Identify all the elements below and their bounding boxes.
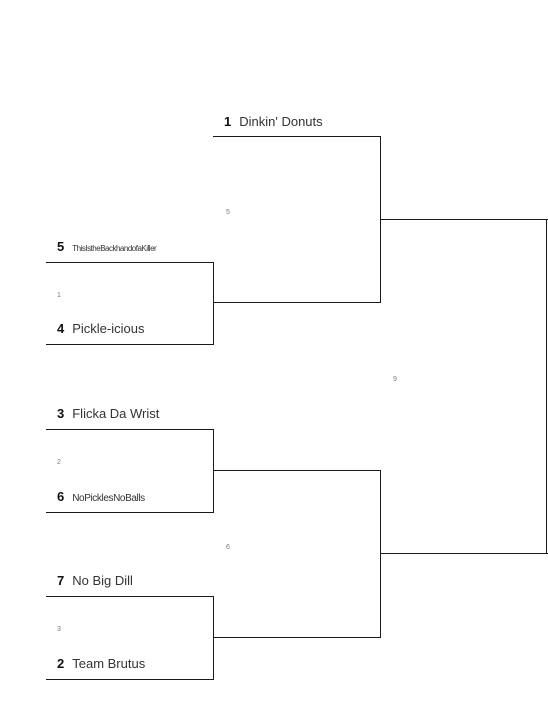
bracket-team[interactable]: 2 Team Brutus [57, 655, 145, 673]
bracket-line [46, 429, 214, 430]
bracket-team[interactable]: 1 Dinkin' Donuts [224, 113, 323, 131]
bracket-team[interactable]: 5 ThisIstheBackhandofaKiller [57, 238, 157, 256]
bracket-team[interactable]: 6 NoPicklesNoBalls [57, 488, 145, 506]
bracket-line [46, 596, 214, 597]
team-seed: 1 [224, 114, 232, 129]
team-name: Dinkin' Donuts [239, 114, 323, 129]
game-number: 3 [57, 626, 61, 633]
bracket-line [213, 429, 214, 513]
bracket-line [213, 136, 381, 137]
game-number: 1 [57, 292, 61, 299]
game-number: 2 [57, 459, 61, 466]
team-seed: 3 [57, 406, 65, 421]
game-number: 6 [226, 544, 230, 551]
bracket-line [380, 470, 381, 638]
team-name: Flicka Da Wrist [72, 406, 160, 421]
bracket-team[interactable]: 4 Pickle-icious [57, 320, 144, 338]
team-name: ThisIstheBackhandofaKiller [72, 244, 157, 253]
bracket-line [46, 344, 214, 345]
bracket-line [380, 553, 548, 554]
bracket-team[interactable]: 3 Flicka Da Wrist [57, 405, 159, 423]
bracket-line [46, 679, 214, 680]
bracket-line [213, 596, 214, 680]
team-name: Team Brutus [72, 656, 146, 671]
team-seed: 2 [57, 656, 65, 671]
bracket-line [213, 637, 381, 638]
team-seed: 4 [57, 321, 65, 336]
bracket-line [380, 219, 548, 220]
team-name: Pickle-icious [72, 321, 145, 336]
bracket-team[interactable]: 7 No Big Dill [57, 572, 133, 590]
team-name: NoPicklesNoBalls [72, 493, 145, 504]
bracket-line [213, 262, 214, 345]
bracket-line [46, 512, 214, 513]
team-seed: 6 [57, 489, 65, 504]
bracket-line [546, 219, 547, 554]
team-seed: 5 [57, 239, 65, 254]
team-seed: 7 [57, 573, 65, 588]
bracket-line [213, 302, 381, 303]
bracket-line [46, 262, 214, 263]
game-number: 9 [393, 376, 397, 383]
game-number: 5 [226, 209, 230, 216]
team-name: No Big Dill [72, 573, 133, 588]
bracket-line [213, 470, 381, 471]
